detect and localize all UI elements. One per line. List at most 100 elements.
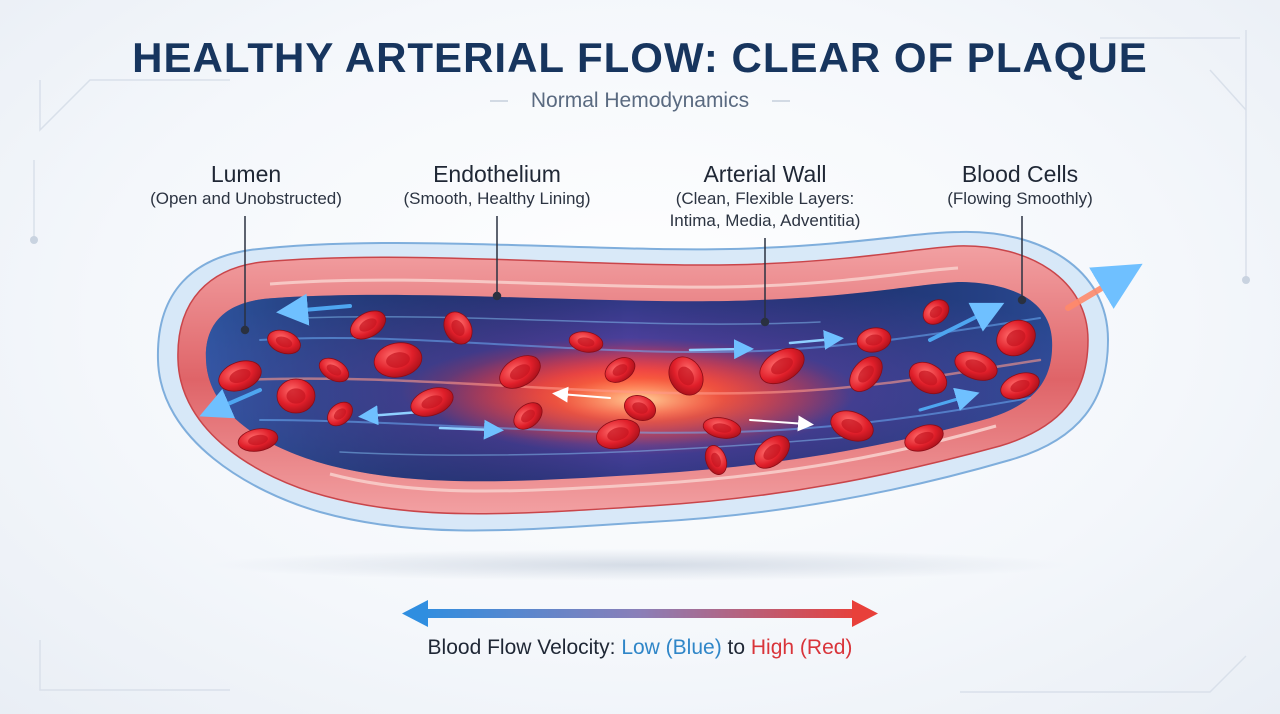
legend-high: High (Red)	[750, 636, 853, 659]
red-blood-cell	[1000, 372, 1040, 400]
leader-arterial-wall-dot	[760, 317, 770, 327]
callout-lumen-title: Lumen	[210, 161, 282, 187]
flow-arrow-left-bottom	[199, 388, 262, 419]
page-subtitle: Normal Hemodynamics	[530, 89, 750, 112]
callout-endothelium: Endothelium (Smooth, Healthy Lining)	[372, 160, 622, 210]
flow-arrow-left-mid	[358, 405, 422, 426]
legend-arrow-left-head	[402, 600, 428, 627]
flow-arrow-right-low	[438, 419, 504, 440]
red-blood-cell	[849, 356, 883, 392]
callout-leaders	[240, 216, 1027, 335]
red-blood-cell-center	[712, 423, 732, 433]
flow-arrow-right-lower	[918, 387, 980, 412]
callout-arterial-wall-desc-line2: Intima, Media, Adventitia)	[669, 211, 861, 230]
flow-arrow-center-left	[552, 386, 611, 403]
callout-blood-cells-title: Blood Cells	[961, 161, 1079, 187]
red-blood-cell-center	[386, 352, 410, 368]
red-blood-cells	[218, 299, 1040, 475]
callout-blood-cells-desc: (Flowing Smoothly)	[947, 189, 1093, 208]
flow-arrow-right-exit	[928, 302, 1005, 342]
legend-prefix: Blood Flow Velocity:	[427, 636, 622, 659]
red-blood-cell-center	[965, 359, 987, 373]
red-blood-cell-center	[612, 364, 628, 376]
callout-arterial-wall-desc-line1: (Clean, Flexible Layers:	[675, 189, 855, 208]
red-blood-cell	[410, 387, 454, 417]
callout-lumen: Lumen (Open and Unobstructed)	[116, 160, 376, 210]
red-blood-cell-center	[286, 388, 306, 404]
red-blood-cell	[908, 361, 948, 395]
red-blood-cell	[604, 357, 636, 383]
red-blood-cell-center	[421, 395, 443, 409]
red-blood-cell-center	[248, 434, 268, 446]
callout-endothelium-desc: (Smooth, Healthy Lining)	[403, 189, 591, 208]
red-blood-cell-center	[333, 408, 347, 420]
red-blood-cell-center	[914, 431, 934, 445]
red-blood-cell-center	[509, 364, 531, 380]
callout-arterial-wall-title: Arterial Wall	[703, 161, 827, 187]
red-blood-cell-center	[1010, 379, 1030, 393]
callout-arterial-wall: Arterial Wall (Clean, Flexible Layers: I…	[630, 160, 900, 232]
legend-middle: to	[721, 636, 751, 659]
exit-flow-arrow	[1065, 263, 1143, 311]
red-blood-cell	[513, 402, 543, 430]
red-blood-cell	[443, 311, 473, 345]
red-blood-cell	[704, 445, 728, 475]
red-blood-cell-center	[451, 320, 465, 336]
red-blood-cell	[318, 357, 350, 383]
red-blood-cell-center	[577, 337, 595, 347]
red-blood-cell	[668, 356, 704, 396]
red-blood-cell-center	[918, 370, 938, 386]
red-blood-cell	[373, 342, 423, 378]
leader-endothelium-dot	[492, 291, 502, 301]
velocity-legend: Blood Flow Velocity: Low (Blue) to High …	[0, 636, 1280, 660]
red-blood-cell	[327, 401, 353, 427]
red-blood-cell-center	[326, 364, 342, 376]
flow-arrow-center-right	[749, 415, 814, 432]
red-blood-cell-center	[521, 409, 535, 423]
red-blood-cell-center	[865, 334, 883, 346]
callout-blood-cells: Blood Cells (Flowing Smoothly)	[920, 160, 1120, 210]
red-blood-cell	[754, 435, 790, 469]
leader-blood-cells-dot	[1017, 295, 1027, 305]
red-blood-cell-center	[678, 366, 694, 386]
red-blood-cell	[904, 424, 944, 452]
flow-arrows	[199, 263, 1143, 440]
page-title: HEALTHY ARTERIAL FLOW: CLEAR OF PLAQUE	[132, 34, 1148, 81]
red-blood-cell-center	[771, 357, 793, 375]
red-blood-cell	[267, 329, 301, 355]
red-blood-cell	[922, 299, 950, 325]
red-blood-cell	[568, 331, 604, 353]
red-blood-cell	[702, 417, 742, 439]
artery-shadow	[210, 549, 1070, 581]
red-blood-cell	[499, 355, 541, 389]
callout-endothelium-title: Endothelium	[433, 161, 561, 187]
red-blood-cell-center	[711, 452, 721, 468]
red-blood-cell-center	[1006, 329, 1026, 347]
intima-line-top	[269, 266, 959, 289]
red-blood-cell	[856, 327, 892, 353]
red-blood-cell-center	[632, 402, 648, 414]
red-blood-cell-center	[229, 368, 251, 384]
red-blood-cell	[237, 428, 279, 452]
red-blood-cell-center	[359, 318, 377, 332]
red-blood-cell	[996, 319, 1036, 357]
red-blood-cell	[350, 310, 386, 340]
leader-lumen-dot	[240, 325, 250, 335]
red-blood-cell	[276, 378, 316, 414]
red-blood-cell-center	[858, 365, 874, 383]
legend-arrow-right-head	[852, 600, 878, 627]
red-blood-cell	[830, 410, 874, 442]
red-blood-cell	[596, 418, 640, 450]
red-blood-cell	[954, 351, 998, 381]
red-blood-cell	[218, 360, 262, 392]
callout-lumen-desc: (Open and Unobstructed)	[150, 189, 342, 208]
red-blood-cell	[759, 347, 805, 385]
red-blood-cell-center	[275, 336, 293, 348]
flow-arrow-right-mid	[688, 339, 754, 360]
flow-arrow-right-upper	[788, 329, 844, 350]
velocity-legend-arrow	[402, 600, 878, 627]
red-blood-cell-center	[929, 306, 943, 318]
